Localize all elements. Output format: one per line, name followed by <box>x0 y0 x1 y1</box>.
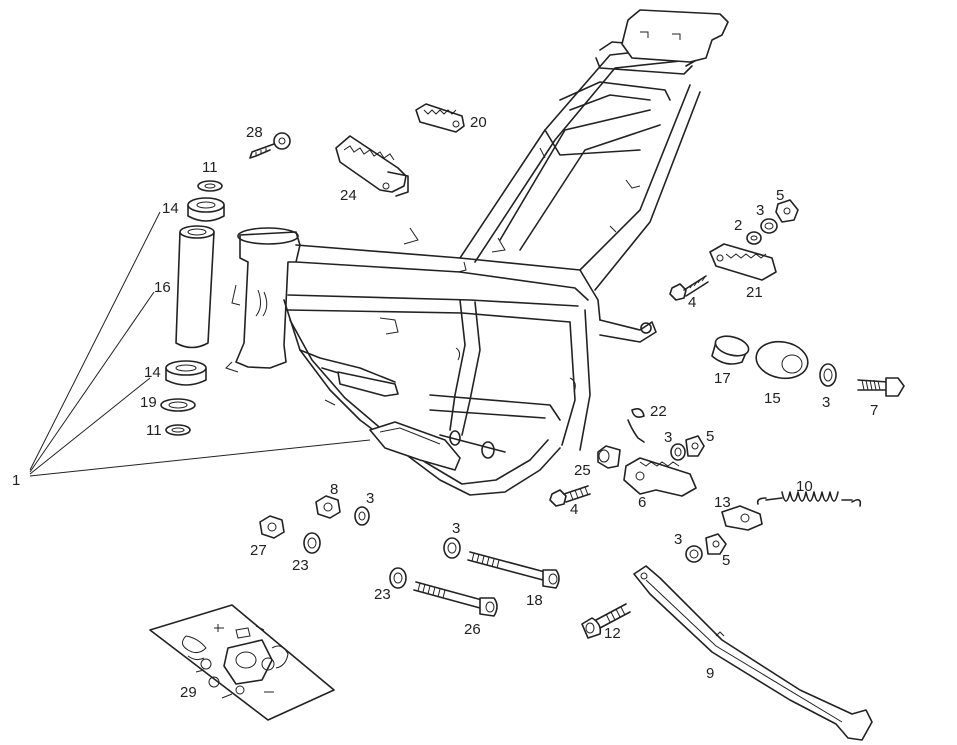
callout-label: 17 <box>714 370 731 387</box>
callout-label: 5 <box>706 428 714 445</box>
callout-label: 3 <box>674 531 682 548</box>
lower-fasteners <box>259 495 461 589</box>
callout-label: 20 <box>470 114 487 131</box>
callout-label: 16 <box>154 279 171 296</box>
callout-label: 4 <box>688 294 696 311</box>
callout-label: 18 <box>526 592 543 609</box>
footpeg-24 <box>335 135 409 197</box>
side-stand-9 <box>633 565 873 741</box>
footpeg-20 <box>415 103 465 133</box>
steering-bearing-parts <box>160 180 225 436</box>
footpeg-6-assembly <box>549 408 705 507</box>
callout-label: 14 <box>162 200 179 217</box>
callout-label: 26 <box>464 621 481 638</box>
callout-label: 8 <box>330 481 338 498</box>
callout-label: 24 <box>340 187 357 204</box>
callout-label: 23 <box>374 586 391 603</box>
callout-label: 9 <box>706 665 714 682</box>
key-part-28 <box>249 132 291 159</box>
callout-label: 25 <box>574 462 591 479</box>
callout-label: 2 <box>734 217 742 234</box>
callout-label: 28 <box>246 124 263 141</box>
callout-label: 4 <box>570 501 578 518</box>
swingarm-bushings <box>711 335 905 397</box>
callout-label: 15 <box>764 390 781 407</box>
stand-spring-assembly <box>685 491 862 563</box>
callout-label: 3 <box>366 490 374 507</box>
callout-label: 21 <box>746 284 763 301</box>
callout-label: 11 <box>202 159 218 176</box>
callout-label: 5 <box>722 552 730 569</box>
callout-label: 19 <box>140 394 157 411</box>
callout-label: 3 <box>664 429 672 446</box>
bolt-26 <box>413 581 498 617</box>
callout-label: 3 <box>822 394 830 411</box>
callout-label: 5 <box>776 187 784 204</box>
motorcycle-frame <box>225 9 729 496</box>
callout-label: 29 <box>180 684 197 701</box>
callout-label: 22 <box>650 403 667 420</box>
callout-label: 3 <box>452 520 460 537</box>
callout-label: 23 <box>292 557 309 574</box>
footpeg-21-assembly <box>669 199 799 301</box>
callout-labels: 1 11 14 16 14 19 11 28 24 20 2 3 5 4 21 … <box>12 114 878 701</box>
callout-index-text: 1 2 3 4 5 6 7 8 9 10 11 12 13 14 15 16 1… <box>0 0 1 1</box>
callout-label: 3 <box>756 202 764 219</box>
callout-label: 14 <box>144 364 161 381</box>
callout-label: 6 <box>638 494 646 511</box>
callout-label: 10 <box>796 478 813 495</box>
callout-label: 12 <box>604 625 621 642</box>
callout-label: 13 <box>714 494 731 511</box>
bolt-12 <box>581 603 631 639</box>
leader-lines-1 <box>29 211 371 477</box>
parts-kit-bag-29 <box>149 604 335 721</box>
callout-label: 1 <box>12 472 20 489</box>
bolt-18 <box>467 551 560 589</box>
callout-label: 27 <box>250 542 267 559</box>
callout-label: 7 <box>870 402 878 419</box>
callout-label: 11 <box>146 422 162 439</box>
